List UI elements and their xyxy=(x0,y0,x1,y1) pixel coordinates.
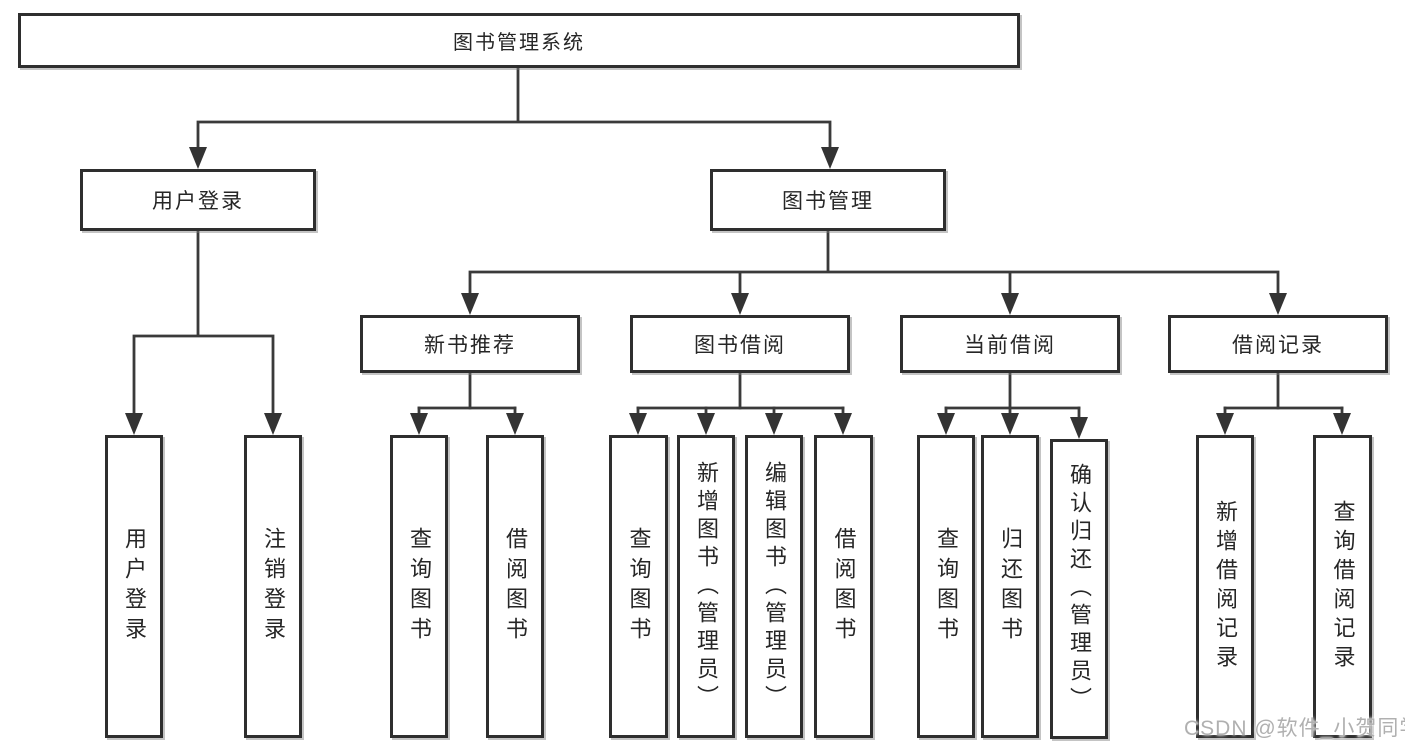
node-bb-add-books-admin: 新增图书（管理员） xyxy=(677,435,735,738)
node-book-management: 图书管理 xyxy=(710,169,946,231)
node-bb-query-books: 查询图书 xyxy=(609,435,668,738)
node-br-query-record: 查询借阅记录 xyxy=(1313,435,1372,738)
node-library-management-system: 图书管理系统 xyxy=(18,13,1020,68)
node-borrowing-records: 借阅记录 xyxy=(1168,315,1388,373)
node-logout: 注销登录 xyxy=(244,435,302,738)
node-cb-return-books: 归还图书 xyxy=(981,435,1039,738)
node-bb-edit-books-admin: 编辑图书（管理员） xyxy=(745,435,803,738)
csdn-watermark: CSDN @软件_小贺同学 xyxy=(1184,717,1405,740)
node-book-borrowing: 图书借阅 xyxy=(630,315,850,373)
node-bb-borrow-books: 借阅图书 xyxy=(814,435,873,738)
node-user-login: 用户登录 xyxy=(80,169,316,231)
node-rec-query-books: 查询图书 xyxy=(390,435,448,738)
node-br-add-record: 新增借阅记录 xyxy=(1196,435,1254,738)
node-user-login-leaf: 用户登录 xyxy=(105,435,163,738)
node-cb-query-books: 查询图书 xyxy=(917,435,975,738)
node-rec-borrow-books: 借阅图书 xyxy=(486,435,544,738)
node-new-book-recommendation: 新书推荐 xyxy=(360,315,580,373)
node-cb-confirm-return-admin: 确认归还（管理员） xyxy=(1050,439,1108,739)
node-current-borrowing: 当前借阅 xyxy=(900,315,1120,373)
